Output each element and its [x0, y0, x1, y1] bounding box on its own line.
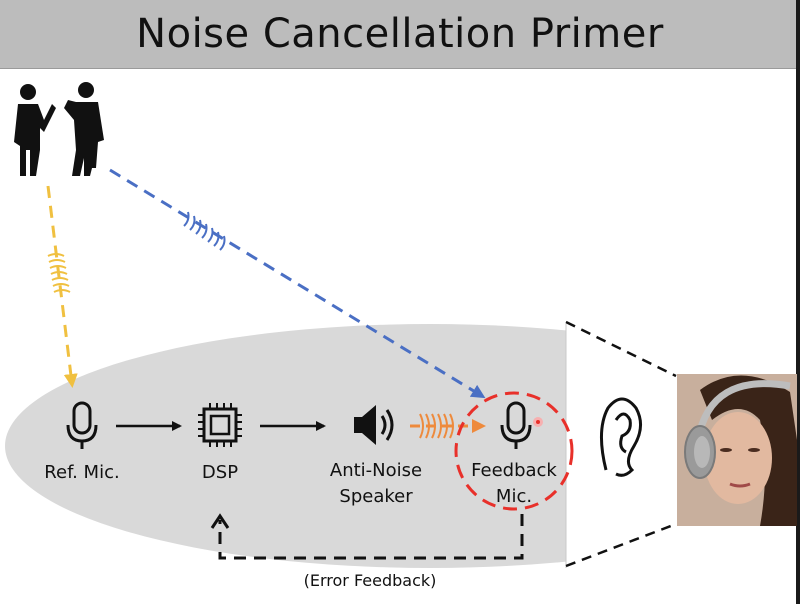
- ref-mic-label: Ref. Mic.: [44, 462, 120, 483]
- yellow-sound-wave-icon: [47, 253, 71, 293]
- headphone-cavity-region: [5, 324, 567, 568]
- people-silhouette-icon: [14, 82, 104, 176]
- zoom-line-top: [565, 320, 677, 378]
- page-title: Noise Cancellation Primer: [136, 11, 664, 57]
- chip-icon: [198, 403, 242, 447]
- feedback-mic-highlight-circle: [454, 391, 574, 511]
- feedback-label-line1: Feedback: [471, 460, 557, 481]
- title-bar: Noise Cancellation Primer: [0, 0, 800, 69]
- feedback-label-line2: Mic.: [495, 486, 533, 507]
- ear-icon: [599, 397, 642, 477]
- orange-anti-noise-path: [410, 413, 486, 439]
- yellow-noise-path: [46, 185, 78, 388]
- ref-mic-icon: [66, 401, 98, 449]
- error-feedback-label: (Error Feedback): [303, 571, 437, 590]
- speaker-label-line1: Anti-Noise: [329, 460, 423, 481]
- dsp-label: DSP: [201, 462, 239, 483]
- zoom-line-bottom: [565, 522, 677, 568]
- error-feedback-path: [210, 513, 524, 560]
- window-edge: [796, 0, 800, 604]
- headphones-photo: [677, 374, 797, 526]
- blue-sound-wave-icon: [183, 211, 226, 251]
- blue-noise-path: [109, 168, 486, 399]
- feedback-mic-icon: [500, 401, 532, 449]
- anti-noise-speaker-label: Anti-Noise Speaker: [316, 458, 436, 510]
- feedback-mic-label: Feedback Mic.: [464, 458, 564, 510]
- speaker-icon: [354, 405, 394, 445]
- speaker-label-line2: Speaker: [339, 486, 413, 507]
